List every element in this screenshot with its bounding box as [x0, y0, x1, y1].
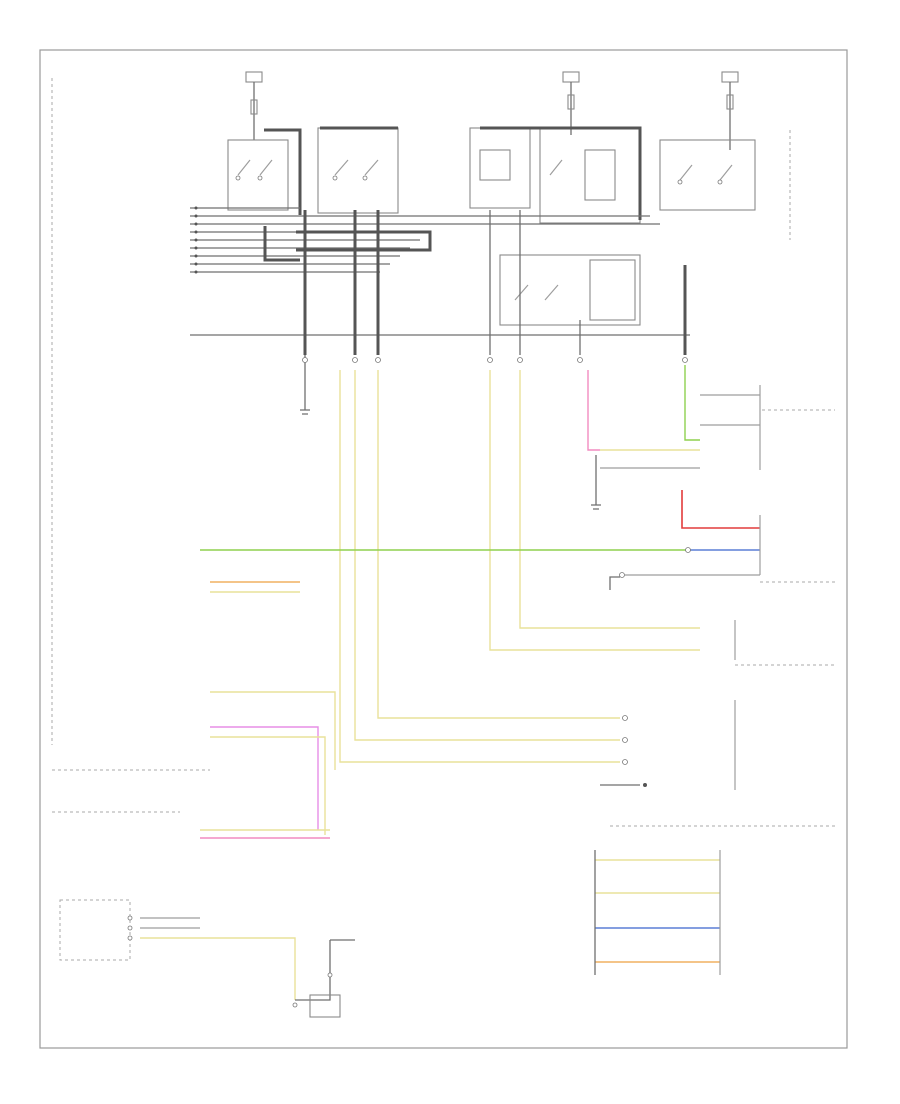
fuse-top-right [721, 71, 739, 150]
bottom-switch [292, 939, 355, 1018]
bus-connector-pins [194, 206, 198, 274]
signal-bus [190, 207, 660, 273]
gray-wires-right [700, 394, 760, 426]
ground-dot-right-low [643, 783, 647, 787]
ground-symbol-2 [591, 504, 601, 510]
green-wire-vertical [684, 365, 700, 441]
relay-box-1 [227, 139, 289, 211]
yellow-wire-left-low-2 [210, 736, 326, 835]
ground-right-mid [609, 576, 620, 590]
vertical-drops [300, 210, 688, 415]
fuse-top-center [562, 71, 580, 135]
bottom-left-module [59, 899, 133, 961]
right-module-brackets [610, 130, 835, 975]
diagram-frame [39, 49, 848, 1049]
relay-box-3 [469, 127, 531, 209]
gray-wires-bottom [140, 917, 200, 929]
relay-box-center-lower [499, 254, 641, 326]
violet-wire [210, 726, 319, 830]
yellow-wire-1 [354, 370, 620, 741]
harness-top-2 [480, 126, 642, 220]
red-wire [681, 490, 760, 529]
yellow-wire-left-low [210, 691, 336, 770]
yellow-wire-2 [377, 370, 620, 719]
yellow-wire-4 [489, 370, 700, 651]
fuse-top-left [245, 71, 263, 140]
yellow-wire-5 [519, 370, 700, 629]
harness-top-1 [264, 128, 302, 215]
pink-wire [587, 370, 600, 451]
yellow-wire-bottom [140, 937, 296, 1000]
relay-box-4 [539, 127, 641, 224]
yellow-wire-3 [339, 370, 620, 763]
relay-box-2 [317, 127, 399, 214]
relay-box-5 [659, 139, 756, 211]
right-inline-connectors [619, 547, 691, 765]
